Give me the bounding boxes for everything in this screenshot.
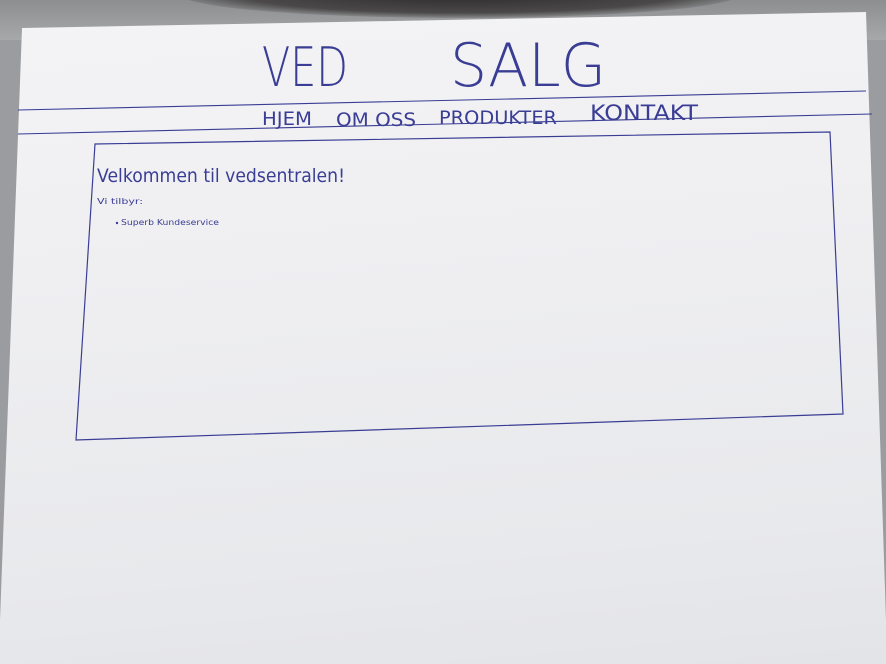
site-title-right: SALG: [450, 31, 606, 101]
bullet-dot: [115, 221, 119, 225]
nav-item-produkter[interactable]: PRODUKTER: [439, 107, 557, 129]
site-title-left: VED: [262, 36, 348, 99]
nav-bar: HJEM OM OSS PRODUKTER KONTAKT: [262, 101, 698, 131]
offer-bullet-item: Superb Kundeservice: [121, 218, 219, 227]
object-shadow: [180, 0, 740, 18]
nav-item-hjem[interactable]: HJEM: [262, 108, 312, 130]
offer-intro: Vi tilbyr:: [97, 197, 143, 206]
site-title: VED SALG: [262, 31, 606, 101]
nav-item-om-oss[interactable]: OM OSS: [336, 109, 416, 131]
header-divider-bottom: [17, 113, 873, 135]
content-box: [75, 131, 844, 441]
welcome-heading: Velkommen til vedsentralen!: [97, 165, 345, 187]
nav-item-kontakt[interactable]: KONTAKT: [590, 101, 698, 125]
header-divider-top: [17, 90, 867, 111]
